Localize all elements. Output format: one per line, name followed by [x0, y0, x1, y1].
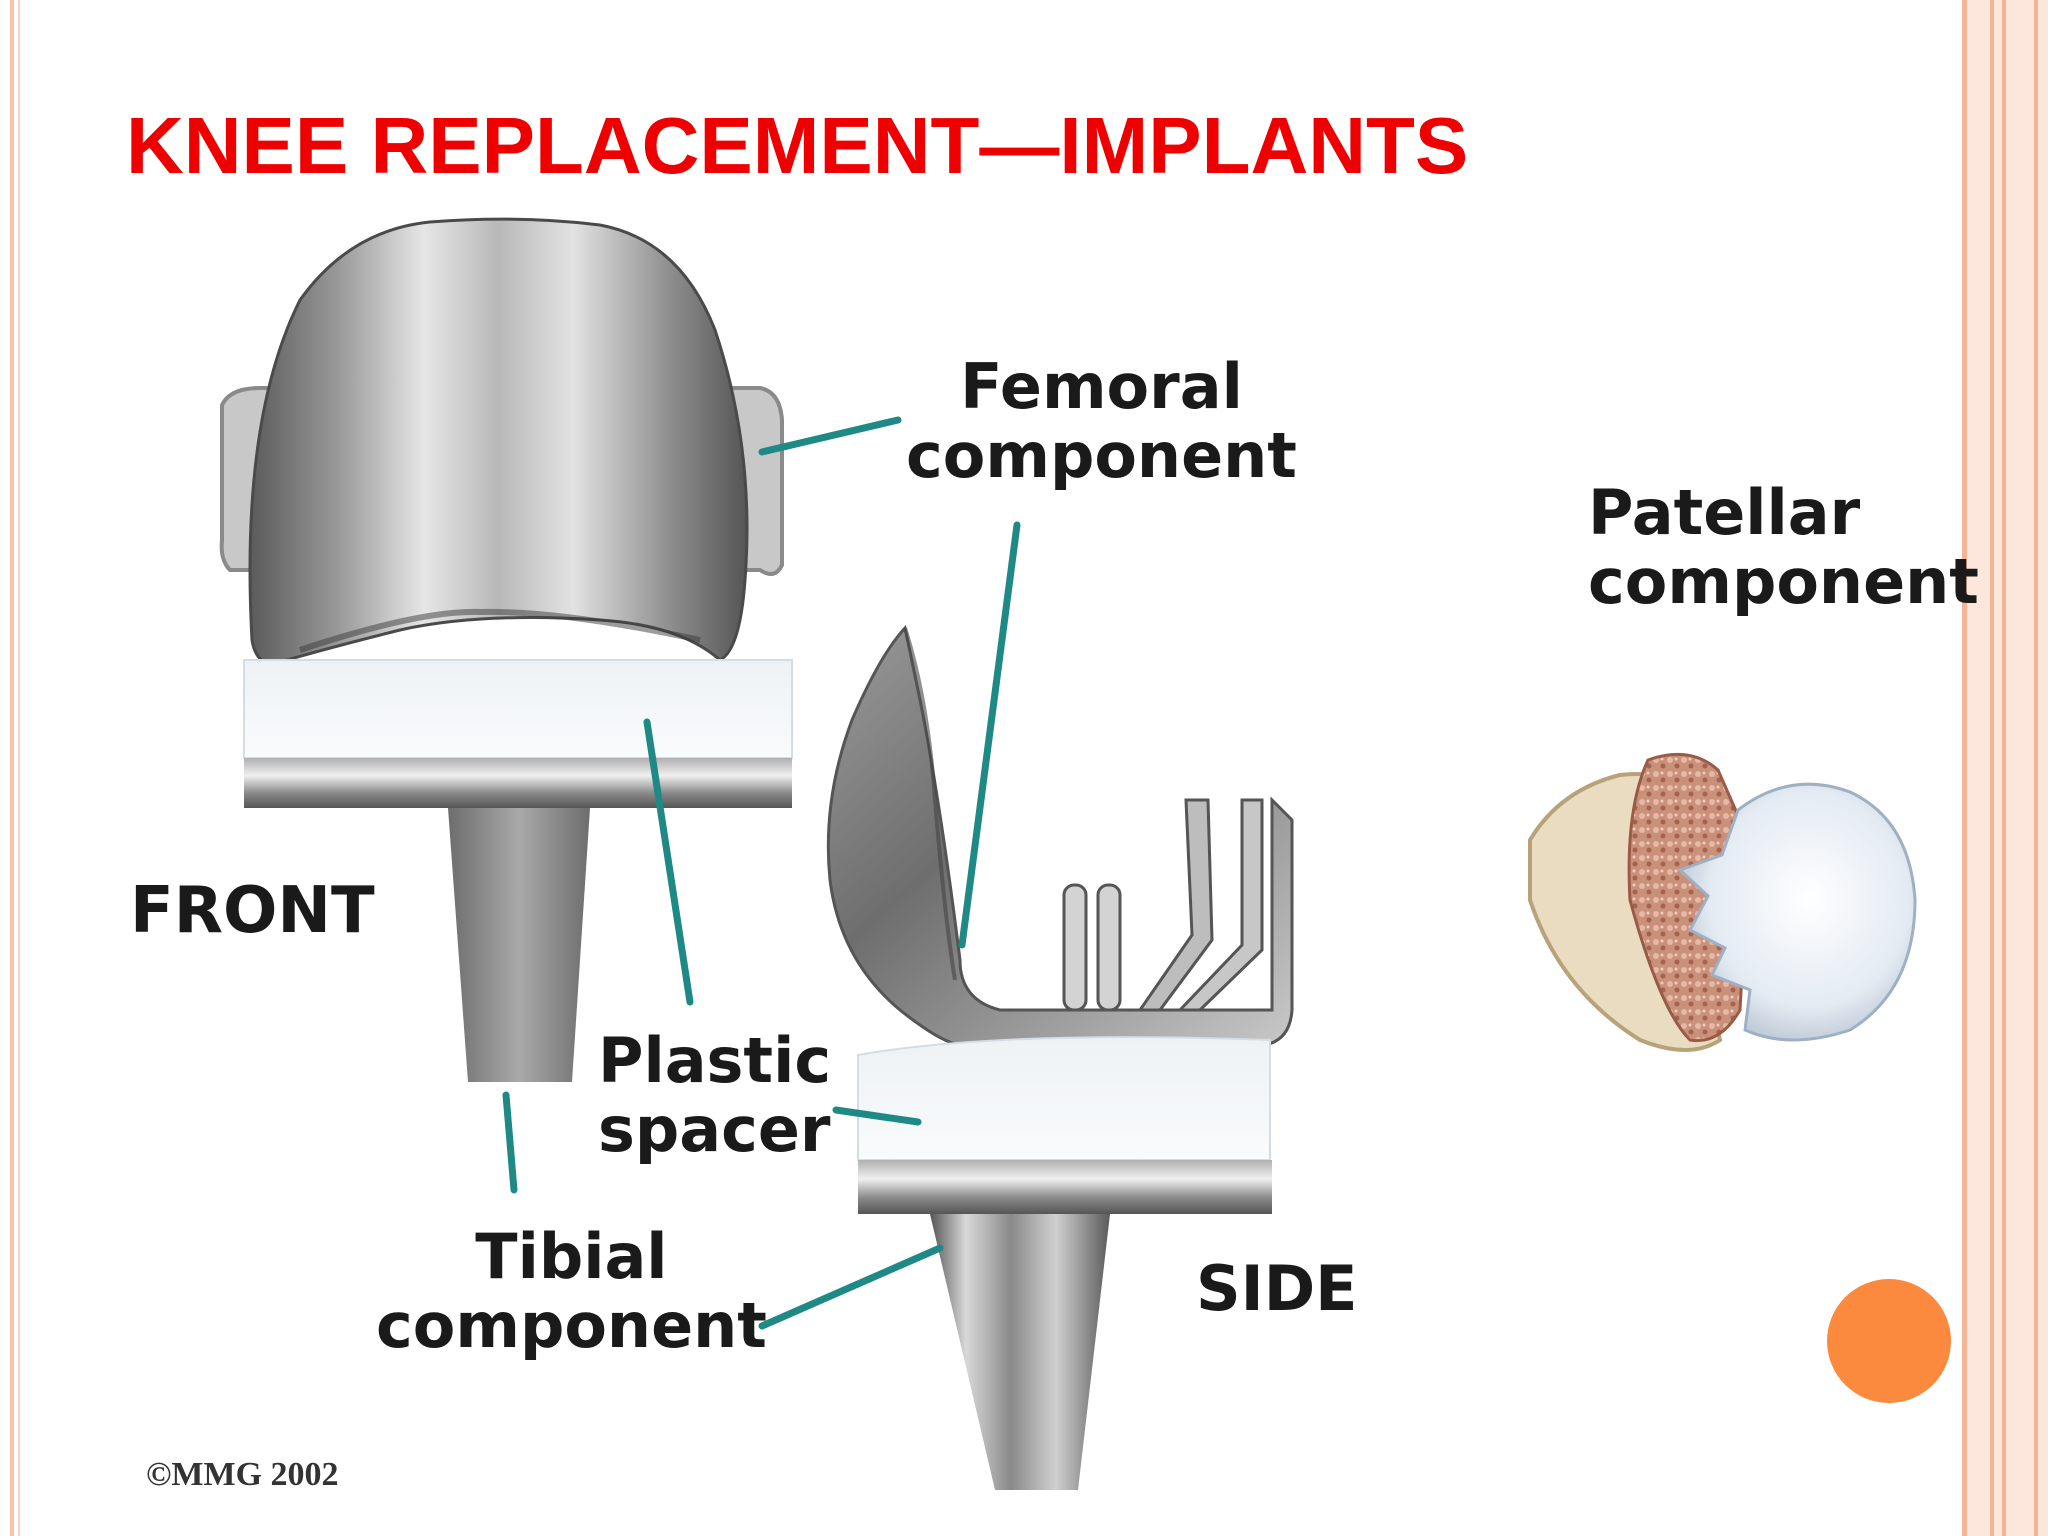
leader-line-femoral-front	[758, 416, 902, 456]
side-tibial-stem	[930, 1214, 1110, 1490]
label-patellar-line1: Patellar	[1588, 476, 1861, 549]
label-plastic-spacer: Plastic spacer	[598, 1026, 831, 1165]
side-implant	[826, 624, 1294, 1490]
side-femoral-peg-1	[1137, 798, 1214, 1012]
front-implant	[219, 217, 793, 1082]
front-tibial-tray	[244, 758, 792, 808]
label-patellar-line2: component	[1588, 545, 1979, 619]
label-femoral-line2: component	[906, 419, 1297, 493]
slide-frame-left-inner	[18, 0, 20, 1536]
next-slide-button[interactable]	[1827, 1279, 1951, 1403]
front-femoral-component	[248, 217, 749, 667]
label-tibial-line2: component	[376, 1289, 767, 1363]
side-plastic-spacer	[857, 1036, 1271, 1161]
slide-frame-right-line-3	[2002, 0, 2006, 1536]
label-plastic-line2: spacer	[598, 1093, 831, 1167]
leader-line-tibial-front	[502, 1091, 518, 1194]
label-femoral-component: Femoral component	[906, 352, 1297, 491]
label-side: SIDE	[1196, 1252, 1358, 1325]
label-tibial-component: Tibial component	[376, 1222, 767, 1361]
front-plastic-spacer	[243, 659, 793, 759]
label-plastic-line1: Plastic	[598, 1024, 832, 1097]
patellar-component-image	[1528, 752, 1917, 1052]
leader-lines	[502, 416, 1021, 1330]
leader-line-plastic-side	[832, 1106, 922, 1126]
side-tibial-tray	[858, 1160, 1272, 1214]
leader-line-femoral-side	[958, 521, 1021, 949]
side-femoral-peg-3	[1062, 883, 1088, 1012]
side-femoral-component	[826, 624, 1294, 1047]
side-femoral-peg-2	[1176, 798, 1264, 1012]
label-tibial-line1: Tibial	[475, 1220, 668, 1293]
label-femoral-line1: Femoral	[960, 350, 1243, 423]
leader-line-tibial-side	[758, 1244, 944, 1330]
slide-frame-left	[10, 0, 14, 1536]
copyright-notice: ©MMG 2002	[146, 1456, 339, 1493]
slide-frame-right-line-4	[2034, 0, 2038, 1536]
slide-title: KNEE REPLACEMENT—IMPLANTS	[126, 101, 1469, 190]
label-patellar-component: Patellar component	[1588, 478, 1979, 617]
leader-line-plastic-front	[643, 718, 694, 1006]
slide-frame-right-line-1	[1962, 0, 1967, 1536]
front-tibial-stem	[448, 808, 590, 1082]
patellar-dome	[1677, 782, 1917, 1042]
side-femoral-peg-4	[1096, 883, 1122, 1012]
label-front: FRONT	[130, 874, 375, 948]
slide-frame-right-line-2	[1990, 0, 1994, 1536]
